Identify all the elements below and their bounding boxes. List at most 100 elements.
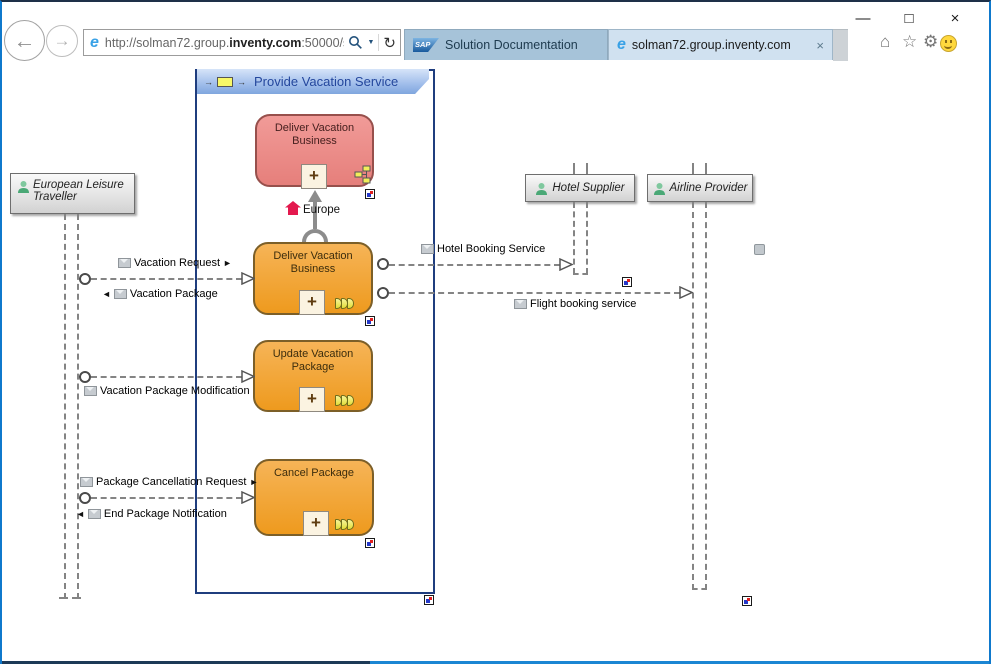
- divider: [378, 34, 380, 51]
- container-title: Provide Vacation Service: [254, 74, 399, 89]
- close-button[interactable]: ×: [950, 9, 960, 27]
- multi-instance-icon: [335, 395, 354, 406]
- expand-button[interactable]: +: [299, 290, 325, 315]
- window-border-segment: [2, 661, 370, 664]
- realization-line: [313, 201, 317, 229]
- refresh-icon[interactable]: ↻: [383, 34, 396, 52]
- ie-icon: e: [617, 36, 626, 53]
- flow-label-vacation-package-modification: Vacation Package Modification: [84, 385, 250, 397]
- process-step-icon: [217, 76, 233, 87]
- address-bar[interactable]: e http://solman72.group.inventy.com:5000…: [83, 29, 401, 56]
- lifeline-hotel-left: [573, 202, 575, 274]
- lifeline-airline-stub: [705, 163, 707, 174]
- diagram-link-icon[interactable]: [365, 538, 375, 548]
- substructure-icon[interactable]: [354, 165, 371, 184]
- favorites-star-icon[interactable]: ☆: [902, 32, 918, 51]
- multi-instance-icon: [335, 519, 354, 530]
- lifeline-airline-foot: [692, 588, 707, 590]
- ie-icon: e: [90, 33, 99, 51]
- smiley-eye: [950, 40, 952, 43]
- search-icon[interactable]: [348, 35, 363, 50]
- actor-label: European Leisure Traveller: [33, 179, 124, 203]
- tab-solution-documentation[interactable]: SAP Solution Documentation: [404, 29, 608, 60]
- flow-line-vacation-package-modification: [91, 376, 242, 378]
- open-arrowhead-icon: [679, 286, 693, 299]
- forward-button[interactable]: →: [46, 25, 78, 57]
- tab-close-icon[interactable]: ×: [816, 37, 824, 53]
- multi-instance-icon: [335, 298, 354, 309]
- lifeline-hotel-foot: [573, 273, 588, 275]
- output-port[interactable]: [377, 287, 389, 299]
- message-icon: [514, 299, 527, 309]
- search-dropdown-icon[interactable]: ▼: [367, 39, 375, 46]
- document-icon[interactable]: [754, 244, 765, 255]
- window-border: [370, 661, 989, 664]
- back-button[interactable]: ←: [4, 20, 45, 61]
- message-icon: [118, 258, 131, 268]
- direction-left-icon: ◄: [76, 509, 85, 519]
- message-port[interactable]: [79, 492, 91, 504]
- url-text: http://solman72.group.inventy.com:50000/…: [104, 35, 345, 50]
- actor-european-leisure-traveller[interactable]: European Leisure Traveller: [10, 173, 135, 214]
- open-arrowhead-icon: [241, 272, 255, 285]
- tab-label: Solution Documentation: [445, 38, 578, 52]
- diagram-link-icon[interactable]: [742, 596, 752, 606]
- person-icon: [18, 181, 29, 193]
- flow-label-end-package-notification: ◄ End Package Notification: [76, 508, 227, 520]
- expand-button[interactable]: +: [303, 511, 329, 536]
- open-arrowhead-icon: [241, 491, 255, 504]
- direction-right-icon: ►: [223, 258, 232, 268]
- flow-out-arrow-icon: →: [237, 76, 246, 87]
- home-icon[interactable]: ⌂: [880, 32, 891, 51]
- person-icon: [536, 182, 548, 195]
- diagram-link-icon[interactable]: [424, 595, 434, 605]
- flow-label-flight-booking-service: Flight booking service: [514, 298, 636, 310]
- flow-label-vacation-request: Vacation Request ►: [118, 257, 232, 269]
- actor-airline-provider[interactable]: Airline Provider: [647, 174, 753, 202]
- diagram-link-icon[interactable]: [365, 189, 375, 199]
- lifeline-airline-left: [692, 202, 694, 590]
- feedback-smiley-icon[interactable]: [940, 35, 957, 52]
- realization-arc: [302, 229, 328, 243]
- settings-gear-icon[interactable]: ⚙: [923, 32, 939, 51]
- message-port[interactable]: [79, 371, 91, 383]
- message-icon: [113, 289, 127, 299]
- lifeline-hotel-stub: [586, 163, 588, 174]
- diagram-link-icon[interactable]: [622, 277, 632, 287]
- expand-button[interactable]: +: [301, 164, 327, 189]
- container-header[interactable]: → → Provide Vacation Service: [197, 69, 429, 94]
- flow-line-vacation-request: [91, 278, 242, 280]
- minimize-button[interactable]: —: [855, 9, 871, 27]
- sap-logo: SAP: [413, 38, 439, 52]
- tab-solman-active[interactable]: e solman72.group.inventy.com ×: [608, 29, 833, 60]
- lifeline-traveller-right: [77, 214, 79, 599]
- lifeline-airline-right: [705, 202, 707, 590]
- flow-line-hotel-booking: [389, 264, 560, 266]
- smiley-eye: [945, 40, 947, 43]
- flow-line-flight-booking: [389, 292, 680, 294]
- process-label: Cancel Package: [273, 467, 355, 479]
- lifeline-foot: [59, 597, 68, 599]
- maximize-button[interactable]: □: [904, 9, 914, 27]
- direction-right-icon: ►: [249, 477, 259, 487]
- diagram-link-icon[interactable]: [365, 316, 375, 326]
- person-icon: [653, 182, 665, 195]
- open-arrowhead-icon: [241, 370, 255, 383]
- message-port[interactable]: [79, 273, 91, 285]
- process-label: Update Vacation Package: [272, 348, 354, 373]
- flow-label-vacation-package: ◄ Vacation Package: [102, 288, 218, 300]
- process-label: Deliver Vacation Business: [273, 250, 353, 275]
- message-icon: [84, 386, 97, 396]
- output-port[interactable]: [377, 258, 389, 270]
- process-label: Deliver Vacation Business: [274, 122, 355, 147]
- actor-hotel-supplier[interactable]: Hotel Supplier: [525, 174, 635, 202]
- tab-label: solman72.group.inventy.com: [631, 38, 791, 52]
- flow-in-arrow-icon: →: [204, 76, 213, 87]
- flow-line-package-cancellation: [91, 497, 242, 499]
- address-bar-icons: ▼ ↻: [348, 34, 396, 52]
- region-label: Europe: [303, 204, 341, 216]
- expand-button[interactable]: +: [299, 387, 325, 412]
- back-icon: ←: [13, 27, 36, 53]
- lifeline-foot: [72, 597, 81, 599]
